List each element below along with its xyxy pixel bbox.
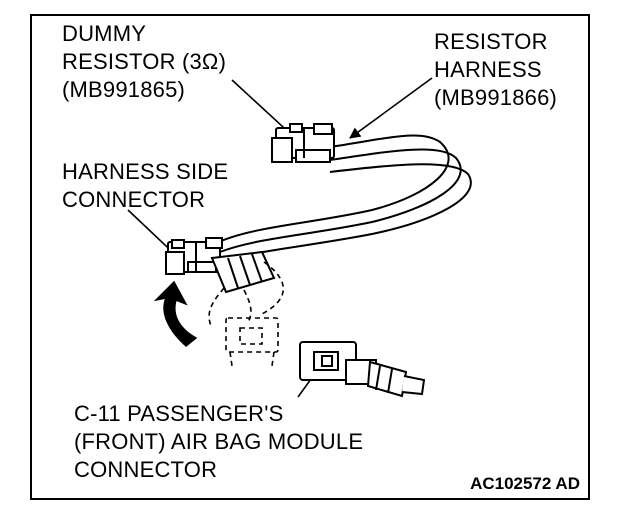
dummy-resistor-connector <box>271 123 335 163</box>
airbag-module-connector <box>299 341 426 398</box>
resistor-harness-line-1: RESISTOR <box>434 29 548 54</box>
dummy-resistor-line-1: DUMMY <box>62 21 147 46</box>
resistor-harness-line-3: (MB991866) <box>434 85 558 110</box>
resistor-harness-wires <box>213 134 472 261</box>
leader-resistor-harness <box>349 77 433 139</box>
harness-side-line-1: HARNESS SIDE <box>62 159 229 184</box>
resistor-harness-label: RESISTOR HARNESS (MB991866) <box>434 28 557 112</box>
harness-side-connector <box>165 237 223 275</box>
dummy-resistor-label: DUMMY RESISTOR (3Ω) (MB991865) <box>62 20 226 104</box>
airbag-connector-line-3: CONNECTOR <box>74 457 218 482</box>
airbag-connector-line-2: (FRONT) AIR BAG MODULE <box>74 429 364 454</box>
resistor-harness-line-2: HARNESS <box>434 57 542 82</box>
diagram-frame <box>30 14 590 500</box>
harness-side-line-2: CONNECTOR <box>62 187 206 212</box>
figure-code: AC102572 AD <box>470 474 580 493</box>
dummy-resistor-line-2: RESISTOR (3Ω) <box>62 49 227 74</box>
curved-arrow-icon <box>153 280 198 347</box>
airbag-connector-line-1: C-11 PASSENGER'S <box>74 401 284 426</box>
disconnected-connector-outline <box>208 261 285 367</box>
airbag-module-connector-label: C-11 PASSENGER'S (FRONT) AIR BAG MODULE … <box>74 400 363 484</box>
dummy-resistor-line-3: (MB991865) <box>62 77 186 102</box>
harness-side-connector-label: HARNESS SIDE CONNECTOR <box>62 158 228 214</box>
harness-sleeve <box>210 250 276 294</box>
